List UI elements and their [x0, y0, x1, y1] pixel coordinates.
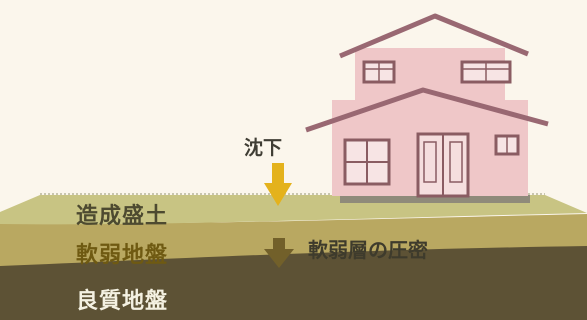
- lower-window-right: [494, 134, 520, 156]
- house-door: [416, 132, 470, 198]
- lower-window-left: [343, 138, 391, 186]
- soft-ground-label: 軟弱地盤: [76, 243, 169, 268]
- soft-ground-layer: [0, 214, 587, 266]
- house: [305, 13, 549, 203]
- good-ground-label: 良質地盤: [76, 289, 169, 314]
- house-foundation: [340, 195, 530, 203]
- arrow-down-icon: [264, 163, 292, 206]
- house-upper-roof: [339, 13, 529, 59]
- settlement-label: 沈下: [244, 137, 283, 159]
- good-ground-layer: [0, 240, 587, 320]
- upper-window-left: [362, 60, 396, 84]
- consolidation-label: 軟弱層の圧密: [308, 238, 428, 262]
- house-lower-roof: [305, 87, 549, 133]
- arrow-down-icon: [264, 238, 294, 268]
- upper-window-right: [460, 60, 512, 84]
- fill-ground-label: 造成盛土: [76, 204, 169, 229]
